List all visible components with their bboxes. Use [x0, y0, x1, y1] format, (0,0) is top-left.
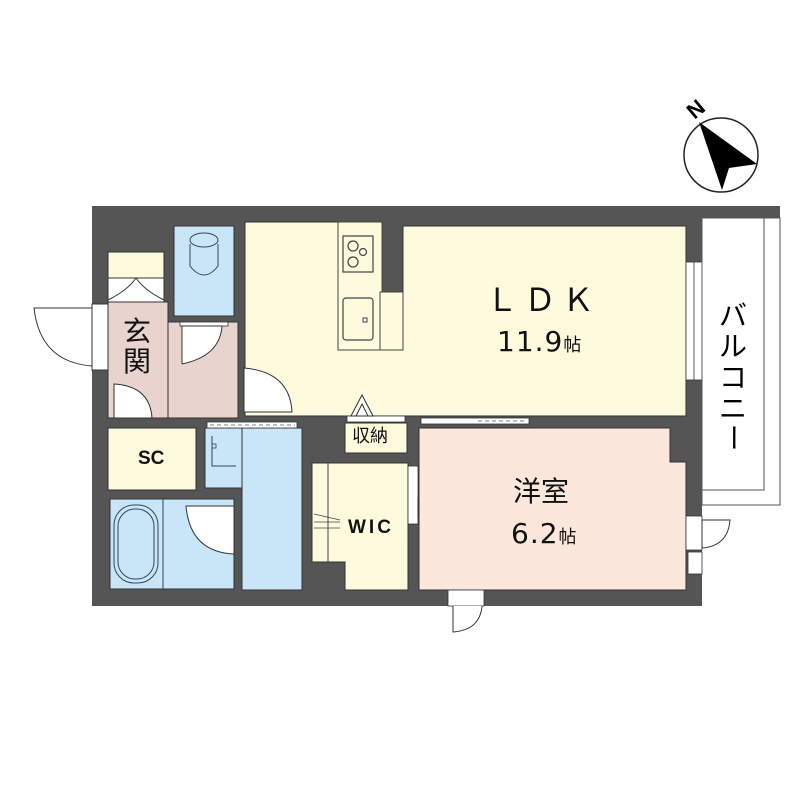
western-unit: 帖 — [558, 527, 578, 548]
north-arrow-icon: N — [682, 94, 759, 193]
ldk-unit: 帖 — [563, 335, 583, 356]
balcony-char: コ — [718, 361, 747, 394]
balcony-char: ニ — [718, 392, 747, 425]
balcony-char: バ — [718, 299, 747, 332]
wic-label: WIC — [348, 517, 394, 538]
balcony-char: ー — [716, 424, 750, 452]
western-room-label: 洋室 — [513, 475, 570, 508]
ldk-area: 11.9帖 — [497, 328, 582, 356]
ldk-label: ＬＤＫ — [486, 281, 601, 319]
western-size: 6.2 — [511, 517, 559, 550]
balcony-label: バ ル コ ニ ー — [716, 300, 750, 452]
western-room-area: 6.2帖 — [511, 520, 578, 548]
shoe-closet-label: SC — [138, 448, 165, 469]
entrance-label-top: 玄 — [123, 315, 152, 348]
ldk-size: 11.9 — [497, 325, 564, 358]
entrance-label-bottom: 関 — [123, 345, 152, 378]
svg-text:N: N — [682, 94, 710, 123]
balcony-char: ル — [718, 330, 747, 363]
storage-label: 収納 — [352, 426, 388, 447]
